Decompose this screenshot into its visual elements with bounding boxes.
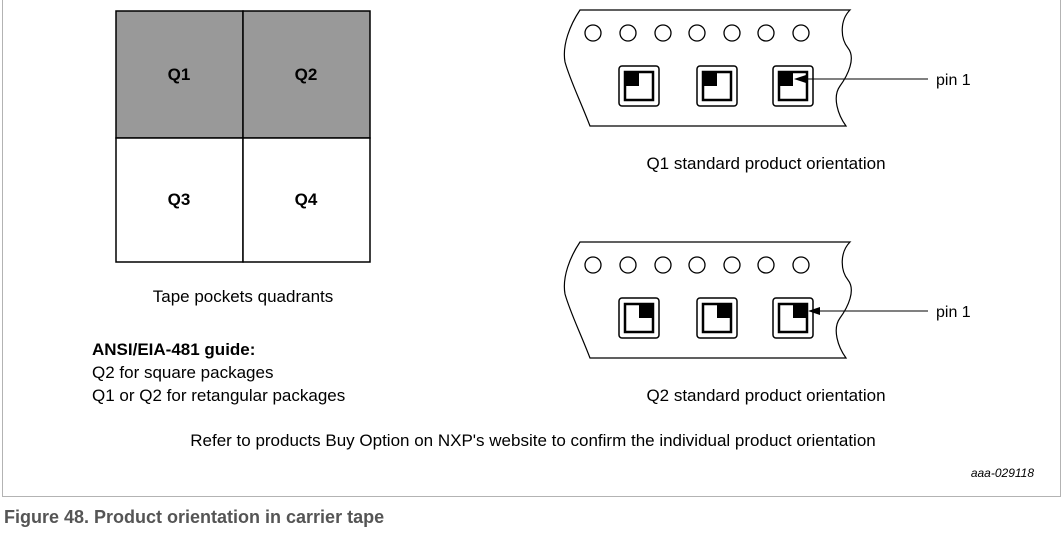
guide-line-2: Q1 or Q2 for retangular packages [92, 386, 345, 405]
tape-q1-caption: Q1 standard product orientation [646, 154, 885, 173]
quadrant-q4-label: Q4 [295, 190, 318, 209]
quadrant-q2-cell [242, 10, 371, 139]
tape-q1: pin 1 [563, 9, 971, 127]
sprocket-hole [584, 24, 602, 42]
guide-line-1: Q2 for square packages [92, 363, 273, 382]
figure-caption: Figure 48. Product orientation in carrie… [4, 507, 385, 527]
sprocket-hole [654, 24, 672, 42]
pin1-arrowhead-q2 [808, 307, 820, 315]
quadrant-grid: Q1 Q2 Q3 Q4 [115, 10, 371, 263]
quadrants-caption: Tape pockets quadrants [153, 287, 334, 306]
sprocket-hole [792, 24, 810, 42]
guide-title: ANSI/EIA-481 guide: [92, 340, 255, 359]
sprocket-hole [619, 24, 637, 42]
tape-q2-pocket [696, 297, 738, 339]
figure-frame [2, 0, 1061, 497]
sprocket-hole [757, 256, 775, 274]
tape-q1-pocket [696, 65, 738, 107]
pin1-label-q1: pin 1 [936, 72, 971, 89]
quadrant-q4-cell [242, 137, 371, 263]
quadrant-q2-label: Q2 [295, 65, 318, 84]
pin1-label-q2: pin 1 [936, 304, 971, 321]
tape-q1-sprocket-holes [584, 24, 810, 42]
tape-q2-pocket [772, 297, 814, 339]
sprocket-hole [792, 256, 810, 274]
sprocket-hole [654, 256, 672, 274]
pin1-arrowhead-q1 [794, 75, 806, 83]
tape-q1-pocket [618, 65, 660, 107]
sprocket-hole [688, 24, 706, 42]
tape-q2-caption: Q2 standard product orientation [646, 386, 885, 405]
sprocket-hole [723, 24, 741, 42]
sprocket-hole [723, 256, 741, 274]
figure-id: aaa-029118 [971, 466, 1034, 480]
sprocket-hole [688, 256, 706, 274]
quadrant-q3-label: Q3 [168, 190, 191, 209]
quadrant-q1-label: Q1 [168, 65, 191, 84]
tape-q2: pin 1 [563, 241, 971, 359]
sprocket-hole [757, 24, 775, 42]
quadrant-q3-cell [115, 137, 244, 263]
sprocket-hole [584, 256, 602, 274]
carrier-tape-diagram: Q1 Q2 Q3 Q4 Tape pockets quadrants ANSI/… [92, 9, 1034, 480]
orientation-note: Refer to products Buy Option on NXP's we… [190, 431, 876, 450]
tape-q1-pocket [772, 65, 814, 107]
tape-q2-pocket [618, 297, 660, 339]
sprocket-hole [619, 256, 637, 274]
tape-q2-sprocket-holes [584, 256, 810, 274]
